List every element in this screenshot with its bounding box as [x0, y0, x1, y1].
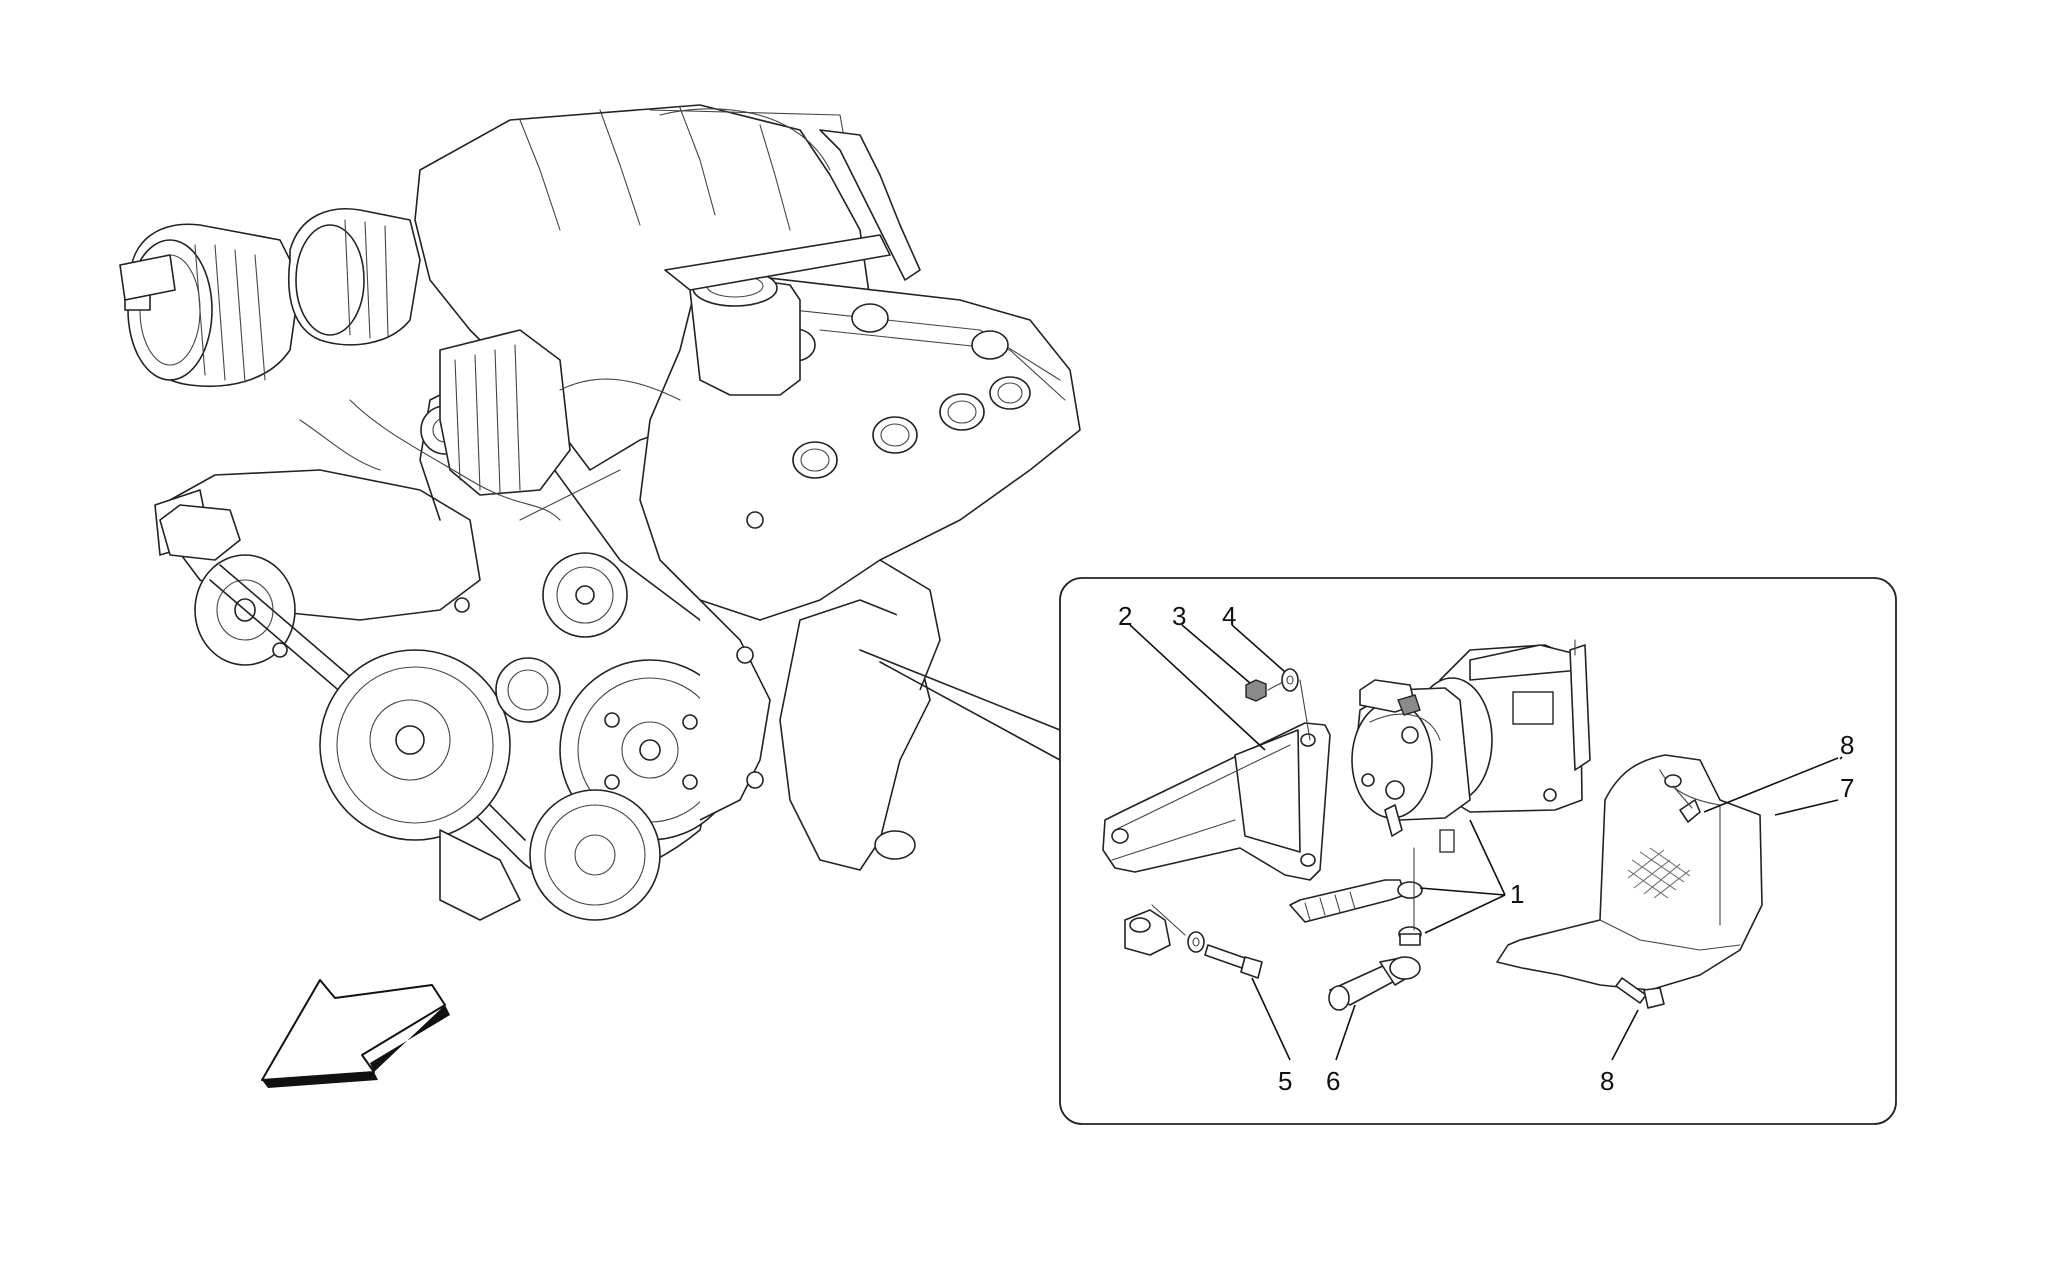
callout-leaders — [1129, 624, 1843, 1061]
starter-detail-inset: 2 3 4 1 8 7 5 6 8 — [1059, 577, 1897, 1125]
part-6-cable-terminal — [1289, 847, 1423, 1011]
part-5-bolt-set — [1124, 904, 1263, 979]
callout-5: 5 — [1278, 1066, 1292, 1096]
callout-7: 7 — [1840, 773, 1854, 803]
callout-3: 3 — [1172, 601, 1186, 631]
part-2-bracket — [1102, 722, 1331, 881]
callout-8-lower: 8 — [1600, 1066, 1614, 1096]
callout-8-upper: 8 — [1840, 730, 1854, 760]
callout-4: 4 — [1222, 601, 1236, 631]
part-8-bolt-upper — [1672, 785, 1701, 823]
part-4-washer — [1281, 668, 1299, 692]
callout-6: 6 — [1326, 1066, 1340, 1096]
front-direction-arrow-icon — [261, 979, 450, 1088]
callout-2: 2 — [1118, 601, 1132, 631]
engine-assembly — [119, 104, 1081, 921]
callout-1: 1 — [1510, 879, 1524, 909]
part-1-starter-motor — [1351, 639, 1591, 853]
detail-pointer — [859, 649, 1061, 761]
part-8-bolt-lower — [1615, 977, 1665, 1009]
part-3-nut — [1245, 679, 1267, 702]
